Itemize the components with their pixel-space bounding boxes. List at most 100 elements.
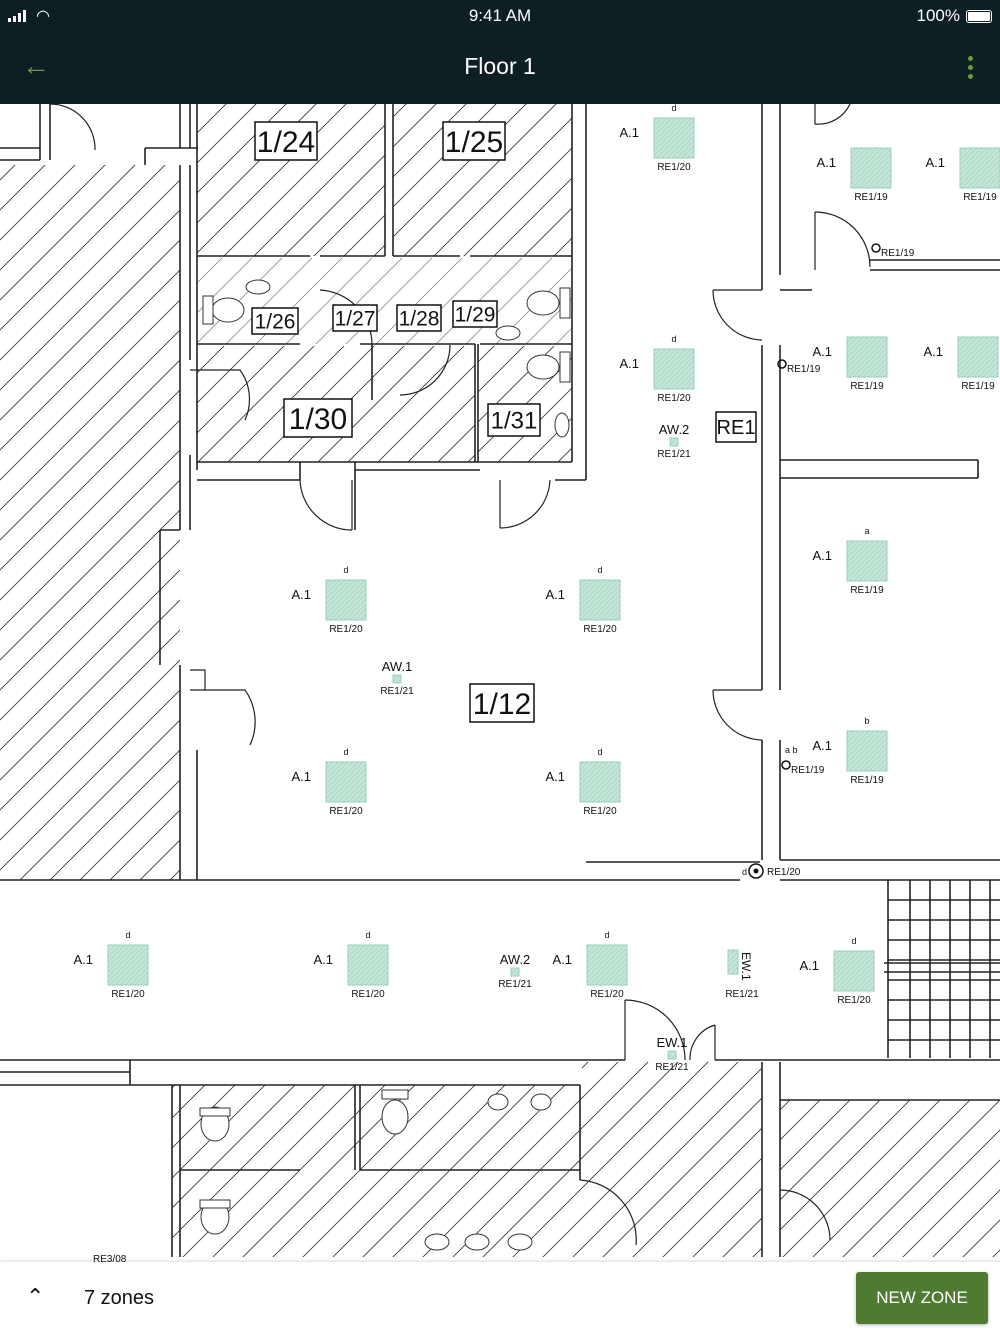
fixture-square [586,944,628,986]
switch: RE3/08 [93,1254,127,1262]
room-label-text: 1/28 [399,308,440,331]
fixture-ref: RE1/21 [498,979,532,990]
fixture-ref: RE1/19 [850,775,884,786]
sanitary-fixtures [199,279,571,1251]
new-zone-button[interactable]: NEW ZONE [856,1272,988,1324]
fixture-type: A.1 [619,125,639,140]
room-label-text: 1/30 [289,403,347,436]
room-label-text: 1/24 [257,126,315,159]
fixture-type: EW.1 [739,952,753,981]
room-label-text: 1/31 [491,408,538,435]
switch-ref: RE1/19 [791,765,825,776]
fixture-type: A.1 [816,155,836,170]
switch-ref: RE3/08 [93,1254,127,1262]
fixture-ref: RE1/20 [657,162,691,173]
switch-icon [871,243,881,253]
room-label-box [254,121,318,161]
room-label: 1/24 [254,121,318,161]
fixture-tag: d [125,930,130,940]
arrow-left-icon[interactable]: ← [22,50,50,81]
fixture-ref: RE1/20 [590,989,624,1000]
room-label-box [332,304,378,332]
fixture-square [392,674,402,684]
fixture-square [727,949,739,975]
switch-icon [781,760,791,770]
fixture-type: A.1 [923,344,943,359]
more-vertical-icon[interactable] [968,56,974,79]
room-label-text: 1/27 [335,308,376,331]
fixture-type: A.1 [73,952,93,967]
fixture-ref: RE1/19 [850,381,884,392]
room-label-box [396,304,442,332]
fixture-ref: RE1/21 [655,1062,689,1073]
fixture-square [653,117,695,159]
small-fixtures-layer: AW.2RE1/21AW.1RE1/21AW.2RE1/21EW.1RE1/21… [380,422,759,1073]
signal-icon [8,10,26,22]
fixture-type: A.1 [291,587,311,602]
room-label-box [452,300,498,328]
fixture-ref: RE1/19 [963,192,997,203]
room-label: 1/28 [396,304,442,332]
fixture-ref: RE1/21 [380,686,414,697]
room-label: 1/26 [251,307,299,335]
fixture-square [846,730,888,772]
room-label-box [283,398,353,438]
fixture-type: AW.2 [659,422,690,437]
wifi-icon: ◠ [36,8,50,25]
fixture-type: A.1 [812,738,832,753]
room-label: 1/31 [487,403,541,437]
chevron-up-icon[interactable]: ⌃ [26,1284,45,1309]
page-title: Floor 1 [464,53,536,79]
switch-ref: RE1/19 [881,248,915,259]
room-label: RE1 [715,411,757,443]
room-label: 1/25 [442,121,506,161]
fixture-square [347,944,389,986]
fixture-ref: RE1/20 [329,624,363,635]
zones-count[interactable]: 7 zones [84,1287,155,1309]
room-label-text: 1/26 [255,311,296,334]
fixture-type: A.1 [291,769,311,784]
room-label-text: RE1 [717,417,756,439]
app-header: ◠ 9:41 AM 100% ← Floor 1 [0,0,1000,104]
fixture-square [957,336,999,378]
fixture-type: A.1 [545,769,565,784]
fixture-tag: d [365,930,370,940]
fixture-square [325,761,367,803]
fixture-type: A.1 [313,952,333,967]
fixture-type: A.1 [799,958,819,973]
fixture-square [850,147,892,189]
fixture-tag: d [597,565,602,575]
fixture-type: A.1 [925,155,945,170]
fixture-type: A.1 [812,548,832,563]
fixture-square [669,437,679,447]
fixture-ref: RE1/19 [850,585,884,596]
fixture-ref: RE1/21 [725,989,759,1000]
switch: RE1/19 [871,243,915,259]
bottom-bar: ⌃ 7 zones NEW ZONE [0,1262,1000,1334]
switch-tag: a b [785,745,798,755]
fixture-ref: RE1/20 [329,806,363,817]
fixture-tag: d [343,747,348,757]
fixture-type: A.1 [812,344,832,359]
fixture-square [510,967,520,977]
fixture-square [579,761,621,803]
room-label-text: 1/12 [473,688,531,721]
fixture-square [846,540,888,582]
fixture-ref: RE1/20 [111,989,145,1000]
fixture-tag: d [671,334,676,344]
